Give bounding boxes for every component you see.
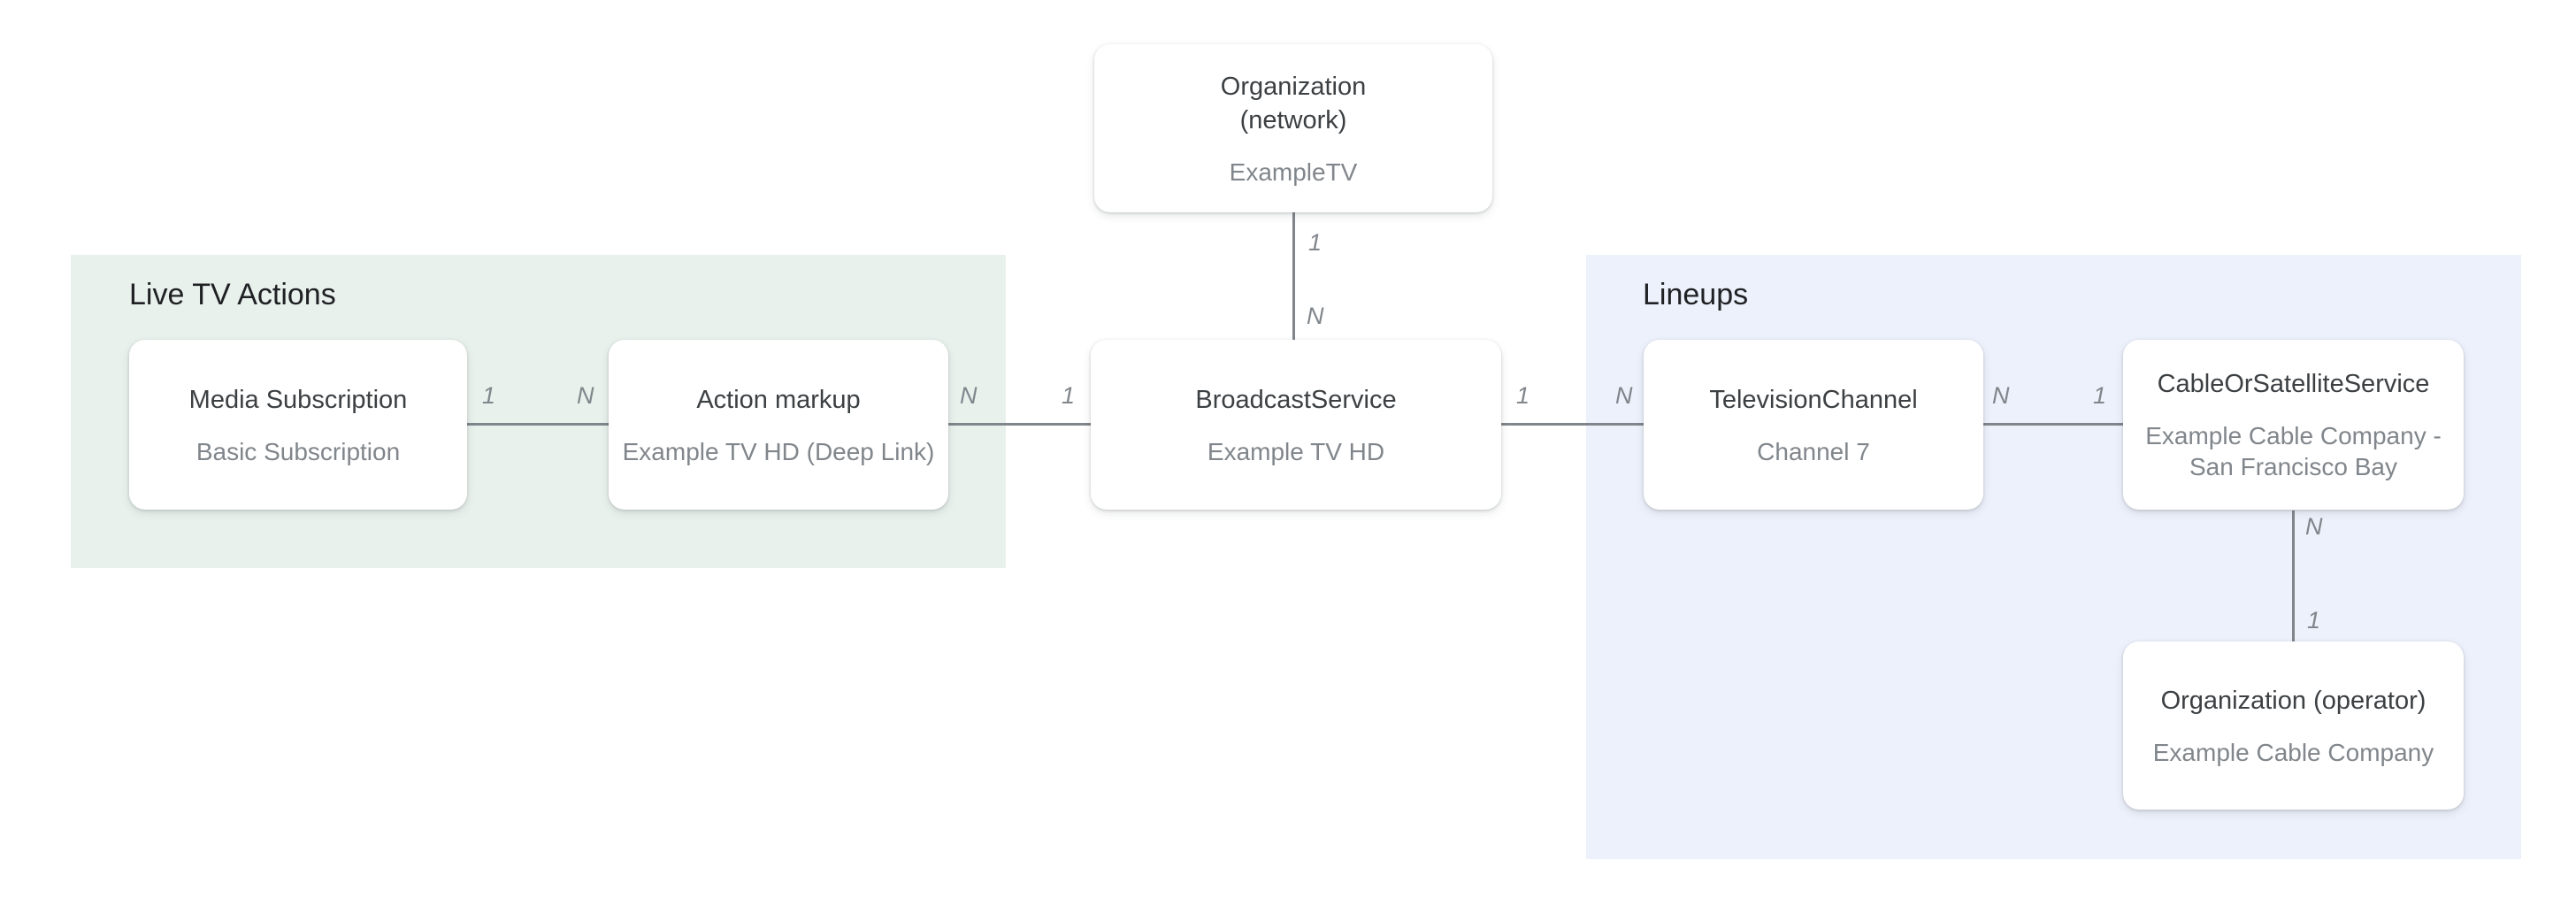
cardinality-tvchannel-cable-to: 1 bbox=[2093, 382, 2107, 409]
connector-tvchannel-cable bbox=[1983, 423, 2123, 426]
node-television-channel-title: TelevisionChannel bbox=[1709, 385, 1918, 414]
node-media-subscription-title: Media Subscription bbox=[188, 385, 408, 414]
node-media-subscription: Media Subscription Basic Subscription bbox=[129, 340, 467, 510]
node-broadcast-service-title: BroadcastService bbox=[1195, 385, 1397, 414]
node-television-channel: TelevisionChannel Channel 7 bbox=[1644, 340, 1983, 510]
cardinality-tvchannel-cable-from: N bbox=[1992, 382, 2010, 409]
cardinality-cable-operator-to: 1 bbox=[2307, 607, 2321, 633]
group-lineups-label: Lineups bbox=[1643, 278, 1749, 311]
cardinality-broadcast-tvchannel-from: 1 bbox=[1516, 382, 1530, 409]
cardinality-action-broadcast-from: N bbox=[960, 382, 978, 409]
cardinality-network-broadcast-to: N bbox=[1307, 303, 1324, 329]
node-action-markup-subtitle: Example TV HD (Deep Link) bbox=[622, 437, 935, 465]
node-cable-or-satellite-service-title: CableOrSatelliteService bbox=[2157, 370, 2430, 398]
cardinality-action-broadcast-to: 1 bbox=[1062, 382, 1076, 409]
node-broadcast-service: BroadcastService Example TV HD bbox=[1091, 340, 1501, 510]
group-live-tv-actions-label: Live TV Actions bbox=[129, 278, 336, 311]
connector-action-broadcast bbox=[948, 423, 1091, 426]
cardinality-mediasub-action-from: 1 bbox=[482, 382, 496, 409]
node-action-markup-title: Action markup bbox=[696, 385, 861, 414]
node-organization-operator-title: Organization (operator) bbox=[2160, 686, 2426, 715]
node-organization-network: Organization (network) ExampleTV bbox=[1094, 44, 1492, 212]
connector-broadcast-tvchannel bbox=[1501, 423, 1644, 426]
node-organization-operator-subtitle: Example Cable Company bbox=[2152, 738, 2434, 766]
node-organization-network-subtitle: ExampleTV bbox=[1229, 157, 1358, 186]
connector-network-broadcast bbox=[1292, 212, 1295, 340]
connector-cable-operator bbox=[2292, 511, 2295, 641]
cardinality-broadcast-tvchannel-to: N bbox=[1615, 382, 1633, 409]
node-television-channel-subtitle: Channel 7 bbox=[1757, 437, 1870, 465]
node-organization-network-title: Organization (network) bbox=[1220, 72, 1367, 134]
node-cable-or-satellite-service-subtitle: Example Cable Company - San Francisco Ba… bbox=[2145, 422, 2442, 480]
cardinality-network-broadcast-from: 1 bbox=[1308, 229, 1322, 256]
cardinality-cable-operator-from: N bbox=[2305, 513, 2323, 540]
node-media-subscription-subtitle: Basic Subscription bbox=[196, 437, 401, 465]
cardinality-mediasub-action-to: N bbox=[577, 382, 594, 409]
connector-mediasub-action bbox=[467, 423, 609, 426]
node-organization-operator: Organization (operator) Example Cable Co… bbox=[2123, 641, 2464, 810]
node-action-markup: Action markup Example TV HD (Deep Link) bbox=[609, 340, 948, 510]
node-broadcast-service-subtitle: Example TV HD bbox=[1207, 437, 1385, 465]
node-cable-or-satellite-service: CableOrSatelliteService Example Cable Co… bbox=[2123, 340, 2464, 510]
